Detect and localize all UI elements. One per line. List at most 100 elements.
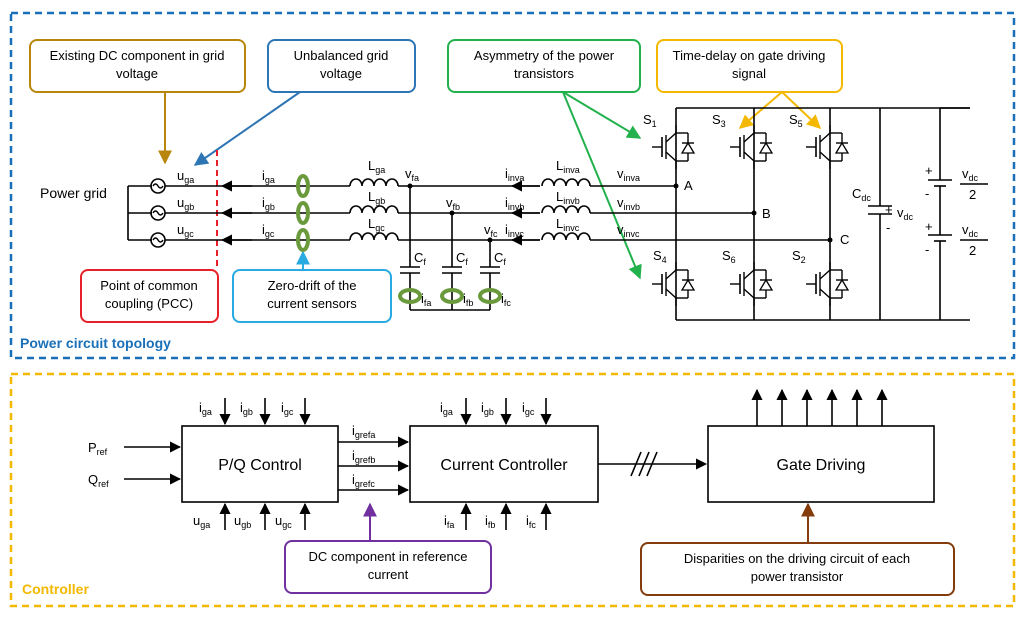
- switch-s5-icon: [806, 125, 850, 169]
- cc-bottom-i-fc: ifc: [526, 513, 536, 530]
- switch-s4-icon: [652, 262, 696, 306]
- power-section-frame: [9, 11, 1016, 360]
- callout-disparities-box: [640, 542, 955, 596]
- inv-inductance-a: Linva: [556, 158, 580, 175]
- grid-current-b: igb: [262, 195, 275, 212]
- phase-wires: [165, 185, 830, 241]
- inv-inductor-b: [541, 205, 591, 214]
- switch-s2-label: S2: [792, 248, 806, 265]
- iref-label-c: igrefc: [352, 472, 375, 489]
- callout-pcc-line1: Point of common: [100, 278, 198, 293]
- grid-sources: [127, 178, 166, 248]
- switch-s6-icon: [730, 262, 774, 306]
- callout-asymmetry-line1: Asymmetry of the power: [474, 48, 615, 63]
- inv-inductor-c: [541, 232, 591, 241]
- controller-section-title: Controller: [22, 581, 89, 597]
- switch-s3-icon: [730, 125, 774, 169]
- callout-dc-grid-line1: Existing DC component in grid: [50, 48, 225, 63]
- controller-section-frame: [9, 372, 1016, 608]
- dc-cap-plus: +: [885, 202, 893, 217]
- switch-s1-label: S1: [643, 112, 657, 129]
- grid-inductance-b: Lgb: [368, 189, 385, 206]
- dc-source-top-num: vdc: [962, 166, 979, 183]
- callout-pcc-box: [80, 269, 219, 323]
- pq-top-i-ga: iga: [199, 400, 212, 417]
- inv-current-c: iinvc: [505, 222, 524, 239]
- callout-unbalanced-line2: voltage: [320, 66, 362, 81]
- filter-cap-c: Cf: [494, 250, 506, 267]
- callout-unbalanced-line1: Unbalanced grid: [294, 48, 389, 63]
- arrow-asymmetry-s1: [562, 91, 642, 139]
- grid-voltage-c: ugc: [177, 222, 194, 239]
- switch-s3-label: S3: [712, 112, 726, 129]
- pq-bottom-u-ga: uga: [193, 513, 210, 530]
- cap-sensor-a: [398, 288, 422, 304]
- power-section-title: Power circuit topology: [20, 335, 171, 351]
- callout-dc-grid-line2: voltage: [116, 66, 158, 81]
- switch-s5-label: S5: [789, 112, 803, 129]
- callout-unbalanced-box: [267, 39, 416, 93]
- current-sensor-c: [296, 228, 310, 252]
- dc-source-bottom-num: vdc: [962, 222, 979, 239]
- grid-inductor-b: [349, 205, 399, 214]
- grid-inductor-c: [349, 232, 399, 241]
- cc-bottom-i-fb: ifb: [485, 513, 495, 530]
- current-controller-label: Current Controller: [440, 457, 568, 474]
- inv-inductor-a: [541, 178, 591, 187]
- dc-cap-minus: -: [886, 220, 890, 235]
- filter-voltage-b: vfb: [446, 195, 460, 212]
- node-b: B: [762, 206, 771, 221]
- cc-top-i-ga: iga: [440, 400, 453, 417]
- inv-current-b: iinvb: [505, 195, 524, 212]
- filter-voltage-c: vfc: [484, 222, 498, 239]
- pq-control-label: P/Q Control: [218, 457, 302, 474]
- inv-inductance-b: Linvb: [556, 189, 580, 206]
- gate-driving-block: [707, 425, 935, 503]
- bus-slash-2: [638, 451, 650, 477]
- dc-source-top-den: 2: [969, 187, 976, 202]
- dc-source-top-minus: -: [925, 186, 929, 201]
- callout-timedelay-line2: signal: [732, 66, 766, 81]
- qref-label: Qref: [88, 472, 109, 489]
- pq-control-block: [181, 425, 339, 503]
- pref-label: Pref: [88, 440, 108, 457]
- inv-inductance-c: Linvc: [556, 216, 580, 233]
- grid-inductor-a: [349, 178, 399, 187]
- grid-voltage-a: uga: [177, 168, 194, 185]
- cc-top-i-gc: igc: [522, 400, 535, 417]
- filter-cap-b: Cf: [456, 250, 468, 267]
- gate-driving-label: Gate Driving: [777, 457, 866, 474]
- dc-capacitor-label: Cdc: [852, 186, 871, 203]
- callout-disparities-line2: power transistor: [751, 569, 844, 584]
- cap-current-c: ifc: [501, 291, 511, 308]
- pq-bottom-u-gb: ugb: [234, 513, 251, 530]
- power-grid-label: Power grid: [40, 185, 107, 201]
- pq-top-i-gc: igc: [281, 400, 294, 417]
- dc-source-bottom-plus: +: [925, 219, 933, 234]
- inv-voltage-c: vinvc: [617, 222, 640, 239]
- callout-timedelay-line1: Time-delay on gate driving: [673, 48, 826, 63]
- arrow-unbalanced: [193, 91, 301, 166]
- callout-asymmetry-box: [447, 39, 641, 93]
- arrow-asymmetry-s4: [562, 91, 642, 280]
- iref-label-b: igrefb: [352, 448, 375, 465]
- inv-current-a: iinva: [505, 166, 524, 183]
- current-controller-block: [409, 425, 599, 503]
- callout-timedelay-box: [656, 39, 843, 93]
- cap-current-a: ifa: [421, 291, 431, 308]
- switch-s4-label: S4: [653, 248, 667, 265]
- callout-dcref-box: [284, 540, 492, 594]
- node-a: A: [684, 178, 693, 193]
- iref-label-a: igrefa: [352, 423, 375, 440]
- switch-s6-label: S6: [722, 248, 736, 265]
- callout-dcref-line1: DC component in reference: [309, 549, 468, 564]
- inv-voltage-b: vinvb: [617, 195, 640, 212]
- cc-bottom-i-fa: ifa: [444, 513, 454, 530]
- switch-s1-icon: [652, 125, 696, 169]
- cc-top-i-gb: igb: [481, 400, 494, 417]
- dc-source-top-plus: +: [925, 163, 933, 178]
- filter-voltage-a: vfa: [405, 166, 419, 183]
- callout-zerodrift-box: [232, 269, 392, 323]
- current-sensor-b: [296, 201, 310, 225]
